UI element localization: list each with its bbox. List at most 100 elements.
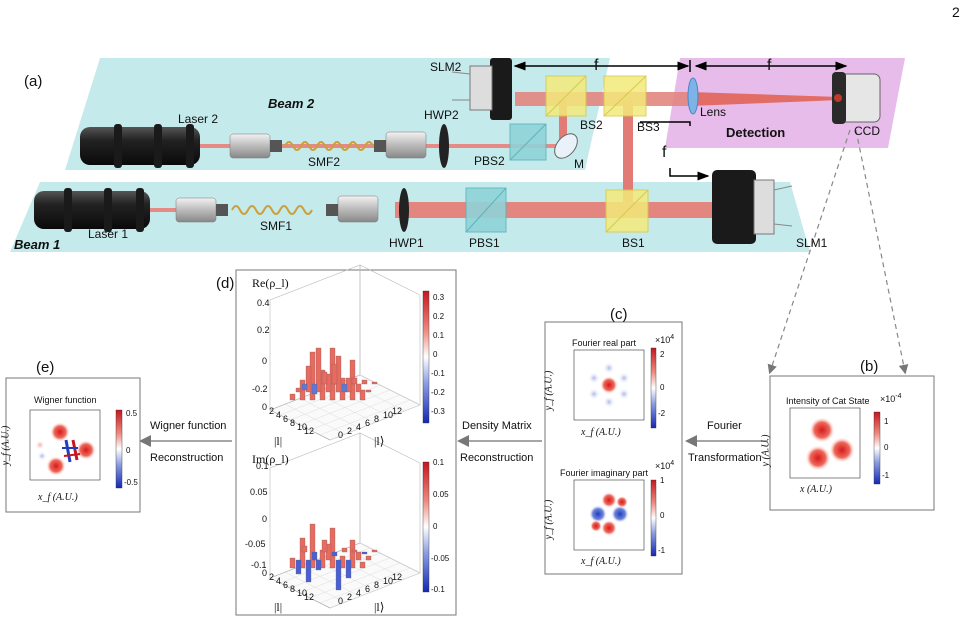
cbar-tick: -0.5 bbox=[124, 478, 138, 487]
cbar-tick: 0.1 bbox=[433, 331, 445, 340]
l-tick: 2 bbox=[269, 572, 275, 582]
l-tick: 10 bbox=[297, 422, 308, 432]
cbar-tick: -1 bbox=[658, 546, 666, 555]
hwp2-plate bbox=[439, 124, 449, 168]
fourier-imag-image bbox=[573, 479, 645, 551]
page-number: 2 bbox=[952, 4, 960, 20]
pbs2-label: PBS2 bbox=[474, 154, 505, 168]
l-tick: 6 bbox=[283, 414, 289, 424]
bs1-label: BS1 bbox=[622, 236, 645, 250]
hwp1-label: HWP1 bbox=[389, 236, 424, 250]
axis-label-bra: |l| bbox=[274, 600, 283, 614]
fiber-smf2 bbox=[284, 141, 374, 151]
fourier-imag-title: Fourier imaginary part bbox=[560, 468, 649, 478]
cbar-tick: -1 bbox=[882, 471, 890, 480]
projection-line bbox=[767, 129, 851, 375]
l-tick: 0 bbox=[262, 568, 268, 578]
beam1-label: Beam 1 bbox=[14, 237, 61, 252]
slm1-label: SLM1 bbox=[796, 236, 828, 250]
beam2-label: Beam 2 bbox=[268, 96, 315, 111]
l-tick: 4 bbox=[276, 576, 282, 586]
z-tick: 0.05 bbox=[250, 487, 268, 497]
laser1-device bbox=[34, 188, 150, 232]
hwp1-plate bbox=[399, 188, 409, 232]
slm2-label: SLM2 bbox=[430, 60, 462, 74]
l-tick: 12 bbox=[304, 426, 315, 436]
ccd-label: CCD bbox=[854, 124, 880, 138]
beam2-upper bbox=[515, 92, 690, 106]
mirror-label: M bbox=[574, 157, 584, 171]
re-rho-title: Re(ρ_l) bbox=[252, 276, 289, 290]
re-rho-3d-plot bbox=[269, 264, 421, 441]
l-tick: 4 bbox=[276, 410, 282, 420]
fourier-real-pattern bbox=[588, 362, 630, 408]
bs3-label: BS3 bbox=[637, 120, 660, 134]
cbar-tick: -2 bbox=[658, 409, 666, 418]
panel-a-label: (a) bbox=[24, 73, 43, 90]
lens-icon bbox=[687, 77, 699, 115]
focal-bracket bbox=[640, 121, 691, 126]
focal-label: f bbox=[662, 144, 667, 161]
flow-wf-1: Wigner function bbox=[150, 420, 227, 432]
panel-c-label: (c) bbox=[610, 306, 628, 323]
pbs1-label: PBS1 bbox=[469, 236, 500, 250]
panel-b-label: (b) bbox=[860, 358, 879, 375]
z-tick: -0.1 bbox=[251, 560, 267, 570]
cbar-tick: 1 bbox=[660, 476, 665, 485]
cbar-tick: 0.3 bbox=[433, 293, 445, 302]
bs3-cube bbox=[603, 75, 647, 117]
l-tick: 10 bbox=[297, 588, 308, 598]
panel-c-exponent: ×104 bbox=[655, 460, 675, 471]
projection-line bbox=[855, 129, 909, 375]
smf1-label: SMF1 bbox=[260, 219, 293, 233]
cbar-tick: -0.05 bbox=[431, 554, 450, 563]
l-tick: 2 bbox=[347, 592, 353, 602]
l-tick: 12 bbox=[392, 406, 403, 416]
fourier-imag-pattern bbox=[589, 492, 629, 536]
colorbar-e bbox=[115, 409, 123, 489]
l-tick: 0 bbox=[262, 402, 268, 412]
pbs2-cube bbox=[509, 123, 547, 161]
z-tick: -0.05 bbox=[245, 539, 266, 549]
fourier-real-title: Fourier real part bbox=[572, 338, 637, 348]
cbar-tick: 2 bbox=[660, 350, 665, 359]
colorbar-c-imag bbox=[650, 479, 657, 557]
colorbar-d-re bbox=[422, 290, 430, 424]
ccd-camera bbox=[832, 72, 881, 124]
z-tick: 0 bbox=[262, 356, 268, 366]
cbar-tick: -0.1 bbox=[431, 585, 445, 594]
focal-label: f bbox=[594, 57, 599, 74]
fiber-smf1 bbox=[231, 205, 313, 215]
axis-label-ket: |l⟩ bbox=[374, 434, 385, 448]
z-tick: 0.1 bbox=[256, 461, 269, 471]
l-tick: 6 bbox=[365, 418, 371, 428]
focal-label: f bbox=[767, 57, 772, 74]
flow-fourier-2: Transformation bbox=[688, 452, 762, 464]
l-tick: 6 bbox=[365, 584, 371, 594]
flow-wf-2: Reconstruction bbox=[150, 452, 224, 464]
l-tick: 8 bbox=[374, 580, 380, 590]
cbar-tick: 0.2 bbox=[433, 312, 445, 321]
bs2-cube bbox=[545, 75, 587, 117]
objective-icon bbox=[175, 195, 379, 223]
colorbar-d-im bbox=[422, 461, 430, 593]
l-tick: 8 bbox=[290, 584, 296, 594]
im-rho-3d-plot bbox=[269, 432, 421, 609]
wigner-xlabel: x_f (A.U.) bbox=[38, 492, 78, 503]
panel-d-label: (d) bbox=[216, 275, 235, 292]
laser1-label: Laser 1 bbox=[88, 227, 129, 241]
z-tick: 0.4 bbox=[257, 298, 270, 308]
panel-c-exponent: ×104 bbox=[655, 334, 675, 345]
fourier-real-xlabel: x_f (A.U.) bbox=[581, 427, 621, 438]
fourier-real-ylabel: y_f (A.U.) bbox=[543, 370, 555, 411]
flow-fourier-1: Fourier bbox=[707, 420, 742, 432]
beam1-main bbox=[395, 202, 715, 218]
axis-label-ket: |l⟩ bbox=[374, 600, 385, 614]
panel-b-ylabel: y (A.U.) bbox=[760, 434, 772, 467]
smf2-label: SMF2 bbox=[308, 155, 341, 169]
panel-e-label: (e) bbox=[36, 359, 55, 376]
cbar-tick: 0 bbox=[433, 350, 438, 359]
colorbar-b bbox=[873, 411, 881, 485]
flow-dm-2: Reconstruction bbox=[460, 452, 534, 464]
cbar-tick: 0.5 bbox=[126, 409, 138, 418]
